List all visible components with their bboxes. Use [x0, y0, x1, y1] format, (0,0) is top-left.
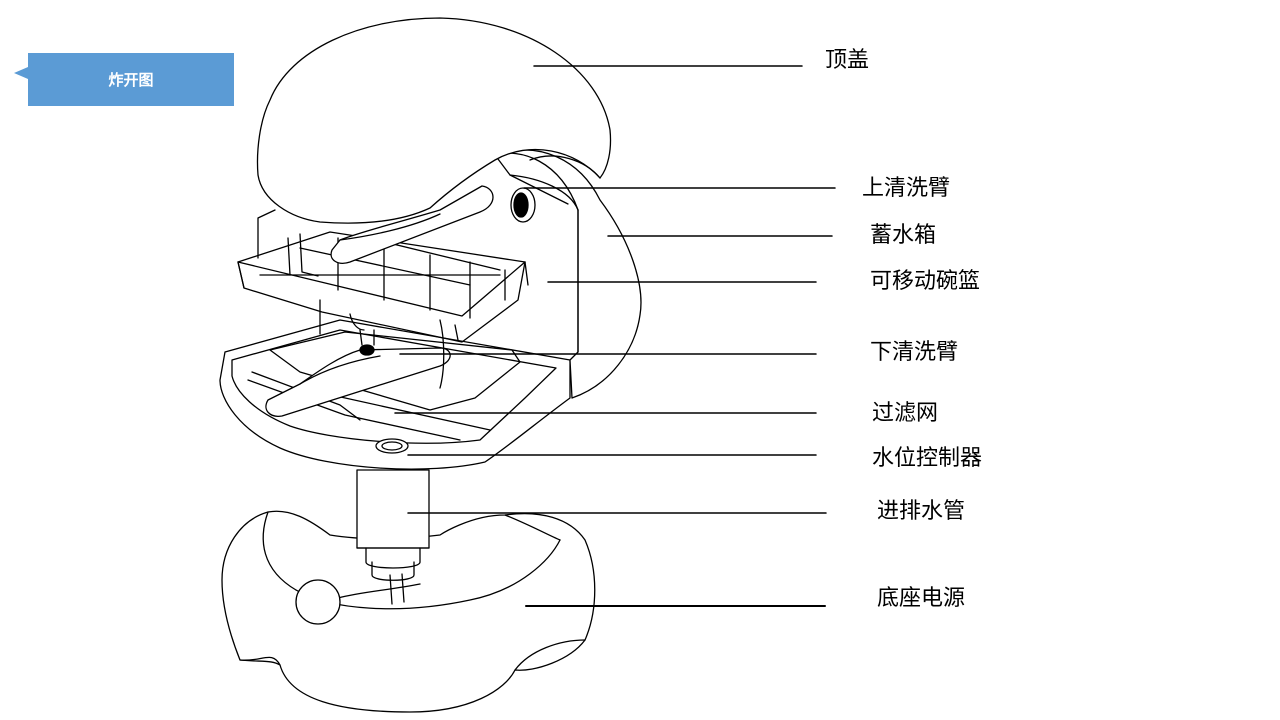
base-knob-icon — [295, 579, 341, 625]
label-water-tank: 蓄水箱 — [870, 223, 937, 248]
top-cover — [256, 17, 612, 224]
label-lower-spray-arm: 下清洗臂 — [870, 340, 959, 365]
upper-spray-arm — [330, 185, 494, 264]
movable-basket — [237, 209, 529, 389]
leader-lines — [394, 65, 836, 607]
inlet-drain-pipe — [356, 469, 430, 581]
bottom-tray — [219, 319, 571, 470]
title-tag-pointer — [14, 67, 28, 79]
label-upper-spray-arm: 上清洗臂 — [862, 176, 951, 201]
base-unit — [221, 510, 596, 713]
diagram-title-tag: 炸开图 — [28, 53, 234, 106]
label-base-power: 底座电源 — [877, 586, 966, 611]
lower-spray-arm — [265, 329, 451, 417]
label-water-level-controller: 水位控制器 — [872, 446, 983, 471]
lower-arm-hub-icon — [359, 344, 375, 356]
water-level-controller-icon — [375, 438, 409, 454]
label-movable-basket: 可移动碗篮 — [870, 269, 981, 294]
label-top-cover: 顶盖 — [825, 48, 870, 73]
label-inlet-drain-pipe: 进排水管 — [877, 499, 966, 524]
water-tank — [494, 149, 642, 399]
diagram-title: 炸开图 — [108, 71, 154, 89]
label-filter: 过滤网 — [872, 401, 939, 426]
tank-port-icon — [513, 192, 529, 218]
